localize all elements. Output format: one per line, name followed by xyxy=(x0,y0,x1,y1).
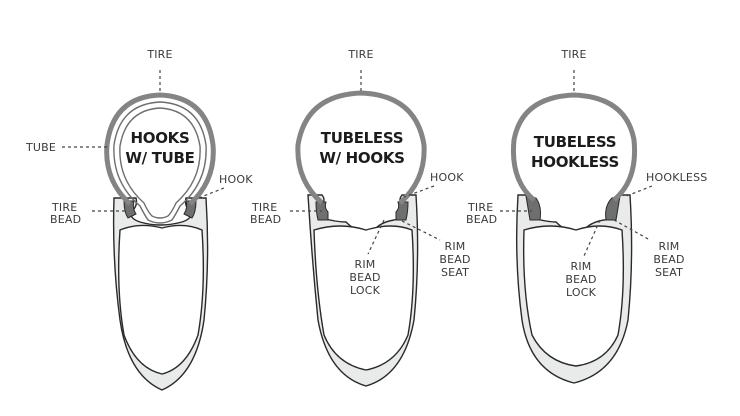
label-hook: HOOK xyxy=(430,171,464,184)
label-rim-bead-seat-2: BEAD xyxy=(653,253,684,266)
leader-rim-bead-lock xyxy=(367,219,385,255)
tire-bead-left xyxy=(123,200,137,219)
leader-hook xyxy=(195,187,225,200)
panel-title-line-1: TUBELESS xyxy=(534,133,616,151)
label-tire-bead-1: TIRE xyxy=(251,201,277,214)
label-rim-bead-lock-2: BEAD xyxy=(349,271,380,284)
tire-bead-left xyxy=(525,195,541,221)
rim-cavity xyxy=(117,224,205,375)
leader-rim-bead-seat xyxy=(613,219,651,241)
leader-hook xyxy=(403,185,435,198)
inner-tube xyxy=(113,101,207,224)
rim-cavity xyxy=(522,225,625,367)
label-tire-bead-2: BEAD xyxy=(466,213,497,226)
tire-bead-right xyxy=(395,201,409,221)
panel-tubeless-with-hooks: TUBELESS W/ HOOKS TIRE HOOK TIRE BEAD RI… xyxy=(250,48,470,387)
label-tire-bead-1: TIRE xyxy=(467,201,493,214)
label-rim-bead-seat-1: RIM xyxy=(659,240,680,253)
rim-cavity xyxy=(313,225,415,371)
label-tire-bead-1: TIRE xyxy=(51,201,77,214)
tire-casing xyxy=(295,90,427,205)
label-rim-bead-seat-3: SEAT xyxy=(441,266,469,279)
label-rim-bead-lock-3: LOCK xyxy=(566,286,597,299)
label-tube: TUBE xyxy=(25,141,56,154)
label-hookless: HOOKLESS xyxy=(646,171,707,184)
label-tire: TIRE xyxy=(146,48,172,61)
label-rim-bead-lock-1: RIM xyxy=(355,258,376,271)
tire-bead-right xyxy=(605,195,621,221)
inner-tube-inner xyxy=(119,107,201,219)
label-tire-bead-2: BEAD xyxy=(250,213,281,226)
panel-tubeless-hookless: TUBELESS HOOKLESS TIRE HOOKLESS TIRE BEA… xyxy=(466,48,707,384)
label-tire: TIRE xyxy=(347,48,373,61)
tire-bead-right xyxy=(183,200,197,219)
leader-hookless xyxy=(623,185,653,198)
panel-title-line-2: W/ TUBE xyxy=(125,149,194,167)
panel-title-line-2: W/ HOOKS xyxy=(319,149,404,167)
tire-casing xyxy=(510,92,638,202)
label-rim-bead-seat-2: BEAD xyxy=(439,253,470,266)
label-rim-bead-seat-1: RIM xyxy=(445,240,466,253)
label-rim-bead-lock-2: BEAD xyxy=(565,273,596,286)
label-rim-bead-seat-3: SEAT xyxy=(655,266,683,279)
label-rim-bead-lock-1: RIM xyxy=(571,260,592,273)
panel-title-line-1: HOOKS xyxy=(131,129,190,147)
label-tire-bead-2: BEAD xyxy=(50,213,81,226)
label-rim-bead-lock-3: LOCK xyxy=(350,284,381,297)
panel-title-line-2: HOOKLESS xyxy=(531,153,619,171)
tire-casing xyxy=(104,92,216,206)
panel-title-line-1: TUBELESS xyxy=(321,129,403,147)
label-hook: HOOK xyxy=(219,173,253,186)
leader-rim-bead-lock xyxy=(583,219,601,257)
label-tire: TIRE xyxy=(560,48,586,61)
leader-rim-bead-seat xyxy=(401,220,441,241)
panel-hooks-with-tube: HOOKS W/ TUBE TIRE TUBE HOOK TIRE BEAD xyxy=(25,48,253,391)
